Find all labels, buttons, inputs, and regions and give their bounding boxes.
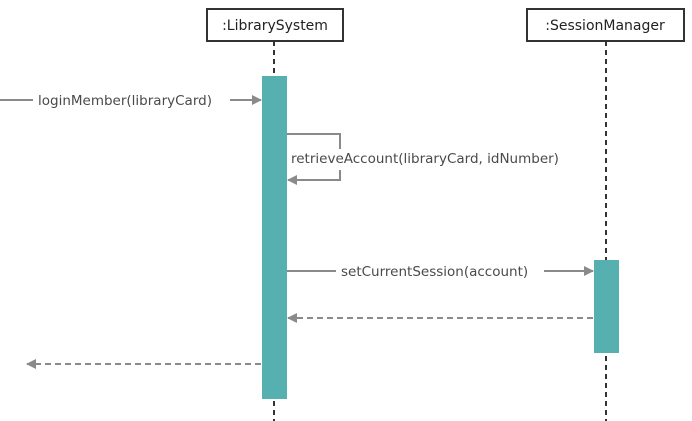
participant-label-library-system: :LibrarySystem [222, 18, 328, 34]
activation-bar-session-manager [594, 260, 619, 353]
activation-bar-library-system [262, 76, 287, 399]
participant-session-manager[interactable]: :SessionManager [526, 8, 685, 42]
message-login-member: loginMember(libraryCard) [0, 93, 262, 109]
message-label-retrieve-account: retrieveAccount(libraryCard, idNumber) [291, 151, 559, 167]
participant-label-session-manager: :SessionManager [545, 18, 665, 34]
message-label-login-member: loginMember(libraryCard) [38, 93, 212, 109]
message-set-current-session: setCurrentSession(account) [287, 264, 594, 280]
participant-library-system[interactable]: :LibrarySystem [206, 8, 344, 42]
message-retrieve-account: retrieveAccount(libraryCard, idNumber) [287, 133, 559, 185]
message-label-set-current-session: setCurrentSession(account) [341, 264, 528, 280]
